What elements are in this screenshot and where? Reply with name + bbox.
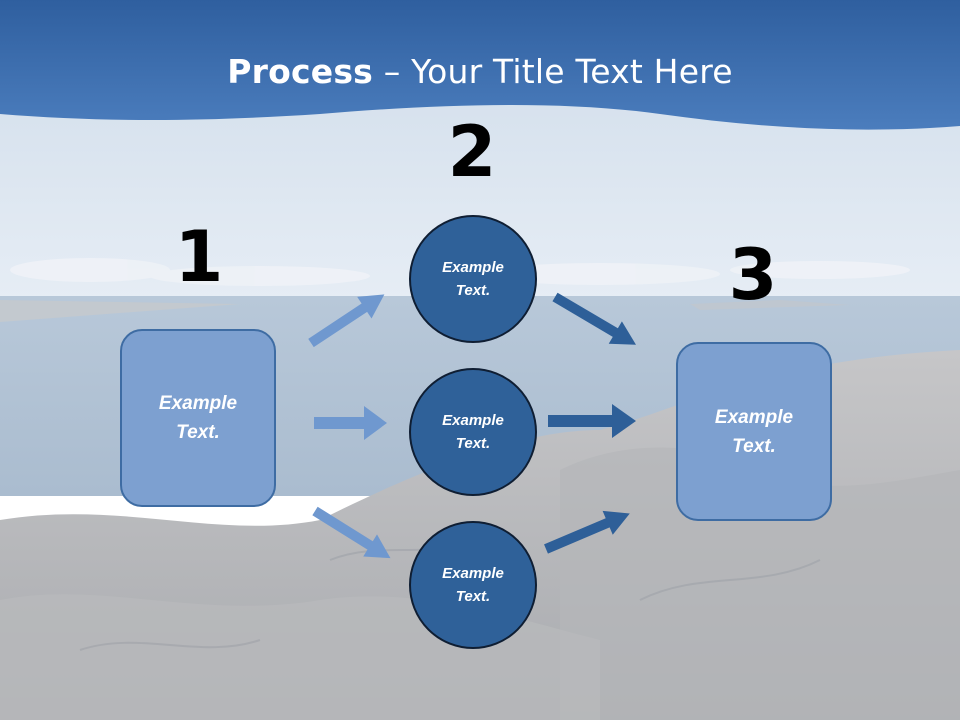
circle-bottom-line2: Text. xyxy=(455,588,491,605)
circle-bottom-line1: Example xyxy=(442,565,504,582)
step-3-line2: Text. xyxy=(732,435,776,457)
circle-middle-line1: Example xyxy=(442,412,504,429)
step-3-box: Example Text. xyxy=(676,342,832,521)
step-number-3: 3 xyxy=(728,234,778,316)
arrow-top-to-right xyxy=(552,292,636,345)
step-2-bottom-circle: Example Text. xyxy=(409,521,537,649)
step-2-top-circle: Example Text. xyxy=(409,215,537,343)
step-2-middle-circle: Example Text. xyxy=(409,368,537,496)
step-1-line2: Text. xyxy=(176,422,220,443)
circle-middle-line2: Text. xyxy=(455,435,491,452)
arrow-bottom-to-right xyxy=(544,510,630,554)
step-3-line1: Example xyxy=(714,406,794,428)
step-number-1: 1 xyxy=(174,216,224,298)
step-1-box: Example Text. xyxy=(120,329,276,507)
title-bold: Process xyxy=(227,52,374,91)
step-number-2: 2 xyxy=(447,111,497,193)
arrow-left-to-top xyxy=(308,294,385,348)
arrow-left-to-middle xyxy=(314,406,387,440)
circle-top-line2: Text. xyxy=(455,282,491,299)
arrow-middle-to-right xyxy=(548,404,636,438)
arrow-left-to-bottom xyxy=(312,506,391,559)
slide-title: Process – Your Title Text Here xyxy=(0,52,960,91)
circle-top-line1: Example xyxy=(442,259,504,276)
title-rest: – Your Title Text Here xyxy=(373,52,733,91)
step-1-line1: Example xyxy=(158,393,238,414)
